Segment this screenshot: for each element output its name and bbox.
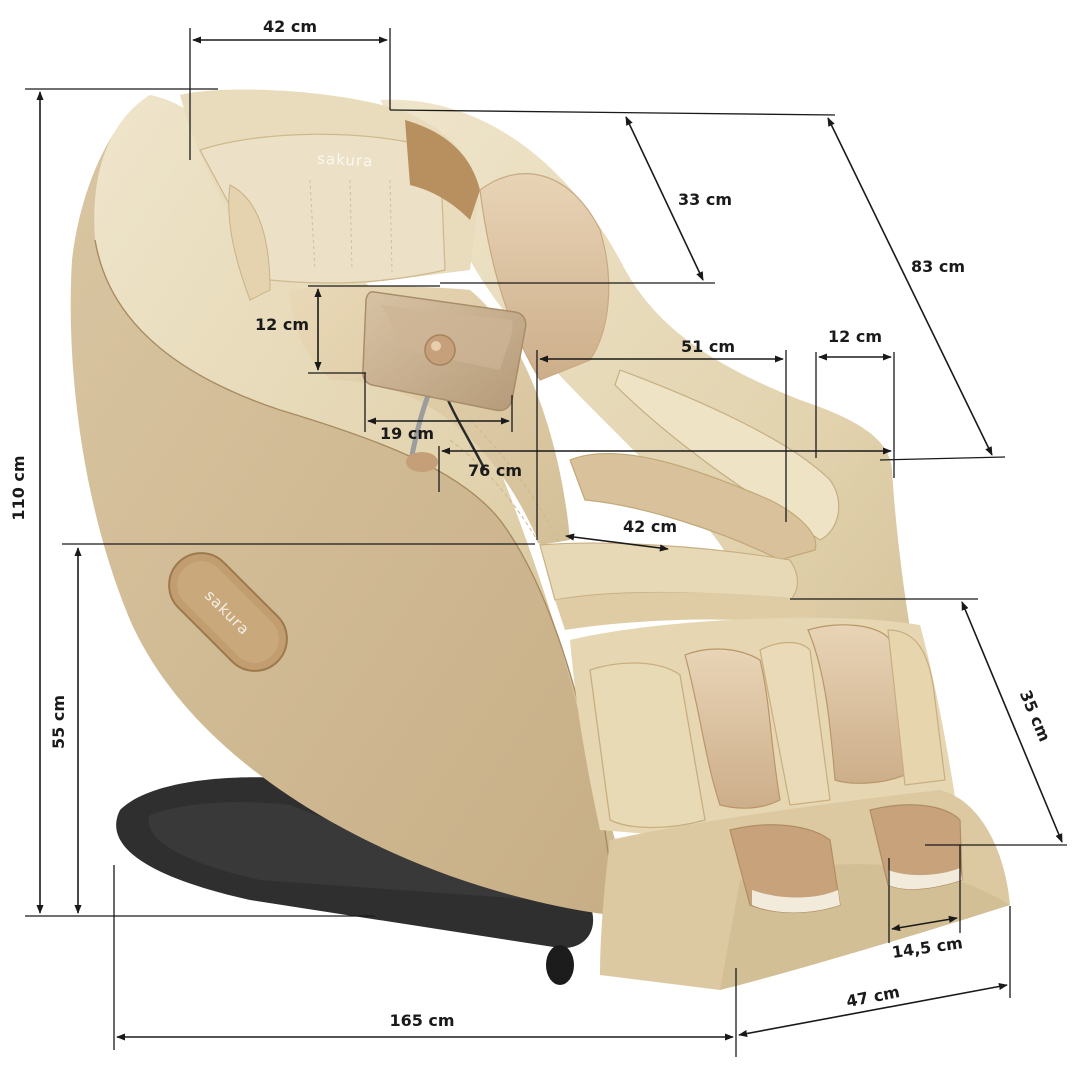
tablet-stand-base <box>406 452 438 472</box>
dim-headrest-width: 42 cm <box>263 17 317 36</box>
inner-arm-bolster <box>569 453 817 561</box>
backrest: sakura <box>180 89 610 381</box>
dim-leg-rest-length: 35 cm <box>1016 687 1055 744</box>
wheel <box>546 945 574 985</box>
dimension-lines: 42 cm 110 cm 55 cm 33 cm 83 cm 12 cm 19 … <box>9 17 1067 1057</box>
calf-pod-right <box>887 629 946 786</box>
dim-tablet-width: 19 cm <box>380 424 434 443</box>
leg-rest <box>570 617 960 840</box>
dim-total-length: 165 cm <box>389 1011 454 1030</box>
dim-total-height: 110 cm <box>9 455 28 520</box>
seat-cushion <box>539 542 815 630</box>
dim-seat-width: 42 cm <box>623 517 677 536</box>
chair-base <box>116 777 594 985</box>
dim-shoulder-gap: 12 cm <box>255 315 309 334</box>
dim-armrest-width: 12 cm <box>828 327 882 346</box>
calf-pod-inner-left <box>684 648 781 809</box>
dim-inner-width: 76 cm <box>468 461 522 480</box>
calf-pod-middle <box>759 641 831 806</box>
dim-seat-depth: 51 cm <box>681 337 735 356</box>
dim-seat-height: 55 cm <box>49 695 68 749</box>
tablet-remote <box>362 291 527 472</box>
dim-backrest-upper: 33 cm <box>678 190 732 209</box>
headrest-brand-text: sakura <box>317 150 374 171</box>
tablet-knob <box>424 334 456 366</box>
foot-rest <box>600 790 1010 990</box>
dim-backrest-length: 83 cm <box>911 257 965 276</box>
foot-well-left <box>729 824 841 914</box>
side-logo-plate: sakura <box>168 552 288 672</box>
calf-pod-left <box>589 662 706 829</box>
